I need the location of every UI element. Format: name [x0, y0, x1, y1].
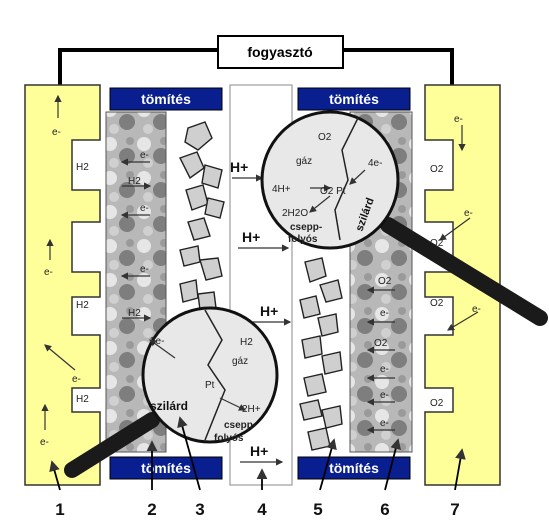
anode-electron-flow — [41, 94, 76, 430]
o2-label: O2 — [430, 298, 444, 309]
electron-label: e- — [380, 364, 389, 375]
o2-label: O2 — [374, 338, 388, 349]
electron-label: e- — [72, 374, 81, 385]
cathode-zoom-gas: gáz — [296, 156, 312, 167]
cathode-magnifier: O2 gáz 4e- 4H+ O2 Pt 2H2O csepp- folyós … — [260, 110, 548, 326]
anode-zoom-protons: 2H+ — [242, 404, 261, 415]
part-number-1: 1 — [55, 500, 64, 519]
load-label: fogyasztó — [247, 44, 312, 60]
o2-label: O2 — [378, 276, 392, 287]
electron-label: e- — [140, 203, 149, 214]
o2-label: O2 — [430, 398, 444, 409]
cathode-zoom-protons: 4H+ — [272, 184, 291, 195]
electron-label: e- — [380, 418, 389, 429]
part-callouts — [49, 416, 466, 491]
cathode-zoom-liquid-1: csepp- — [290, 222, 322, 233]
cathode-zoom-electrons: 4e- — [368, 158, 382, 169]
part-number-6: 6 — [380, 500, 389, 519]
svg-text:tömítés: tömítés — [141, 91, 191, 107]
seal-bottom-left: tömítés — [109, 456, 223, 480]
seal-top-left: tömítés — [109, 87, 223, 111]
anode-zoom-gas: gáz — [232, 356, 248, 367]
anode-zoom-liquid-2: folyós — [214, 433, 244, 444]
electron-label: e- — [380, 390, 389, 401]
h2-label: H2 — [76, 394, 89, 405]
electron-label: e- — [464, 208, 473, 219]
electron-label: e- — [40, 437, 49, 448]
cathode-zoom-pt: O2 Pt — [320, 186, 346, 197]
proton-label: H+ — [260, 303, 278, 319]
electron-label: e- — [140, 150, 149, 161]
cathode-zoom-water: 2H2O — [282, 208, 308, 219]
svg-text:tömítés: tömítés — [141, 460, 191, 476]
cathode-electron-flow — [439, 125, 479, 331]
anode-gdl-flow — [120, 158, 152, 322]
h2-label: H2 — [76, 162, 89, 173]
h2-label: H2 — [76, 300, 89, 311]
anode-zoom-electrons: 2e- — [150, 336, 164, 347]
load-box — [217, 35, 344, 69]
svg-text:tömítés: tömítés — [329, 91, 379, 107]
cathode-gdl-flow — [366, 286, 395, 434]
part-number-4: 4 — [257, 500, 267, 519]
seal-top-right: tömítés — [297, 87, 411, 111]
h2-label: H2 — [128, 176, 141, 187]
part-number-3: 3 — [195, 500, 204, 519]
seal-bottom-right: tömítés — [297, 456, 411, 480]
cathode-zoom-liquid-2: folyós — [288, 234, 318, 245]
electron-label: e- — [52, 127, 61, 138]
part-number-7: 7 — [450, 500, 459, 519]
part-number-5: 5 — [313, 500, 322, 519]
o2-label: O2 — [430, 238, 444, 249]
electron-label: e- — [472, 304, 481, 315]
anode-plate — [24, 84, 101, 486]
part-number-2: 2 — [147, 500, 156, 519]
cathode-zoom-o2: O2 — [318, 132, 332, 143]
o2-label: O2 — [430, 164, 444, 175]
electron-label: e- — [454, 114, 463, 125]
proton-label: H+ — [250, 443, 268, 459]
svg-text:tömítés: tömítés — [329, 460, 379, 476]
external-circuit: fogyasztó — [58, 35, 454, 85]
anode-zoom-solid: szilárd — [150, 399, 188, 413]
electron-label: e- — [140, 264, 149, 275]
anode-catalyst — [179, 121, 225, 311]
proton-label: H+ — [242, 229, 260, 245]
anode-zoom-pt: Pt — [205, 380, 215, 391]
cathode-catalyst — [299, 257, 343, 451]
electron-label: e- — [44, 267, 53, 278]
anode-zoom-h2: H2 — [240, 337, 253, 348]
magnifier-handle — [64, 412, 160, 478]
proton-label: H+ — [230, 159, 248, 175]
electron-label: e- — [380, 308, 389, 319]
cathode-plate — [424, 84, 501, 486]
magnifier-handle — [380, 217, 548, 326]
h2-label: H2 — [128, 308, 141, 319]
anode-zoom-liquid-1: csepp- — [224, 420, 256, 431]
anode-magnifier: 2e- H2 gáz Pt 2H+ szilárd csepp- folyós — [64, 306, 279, 478]
